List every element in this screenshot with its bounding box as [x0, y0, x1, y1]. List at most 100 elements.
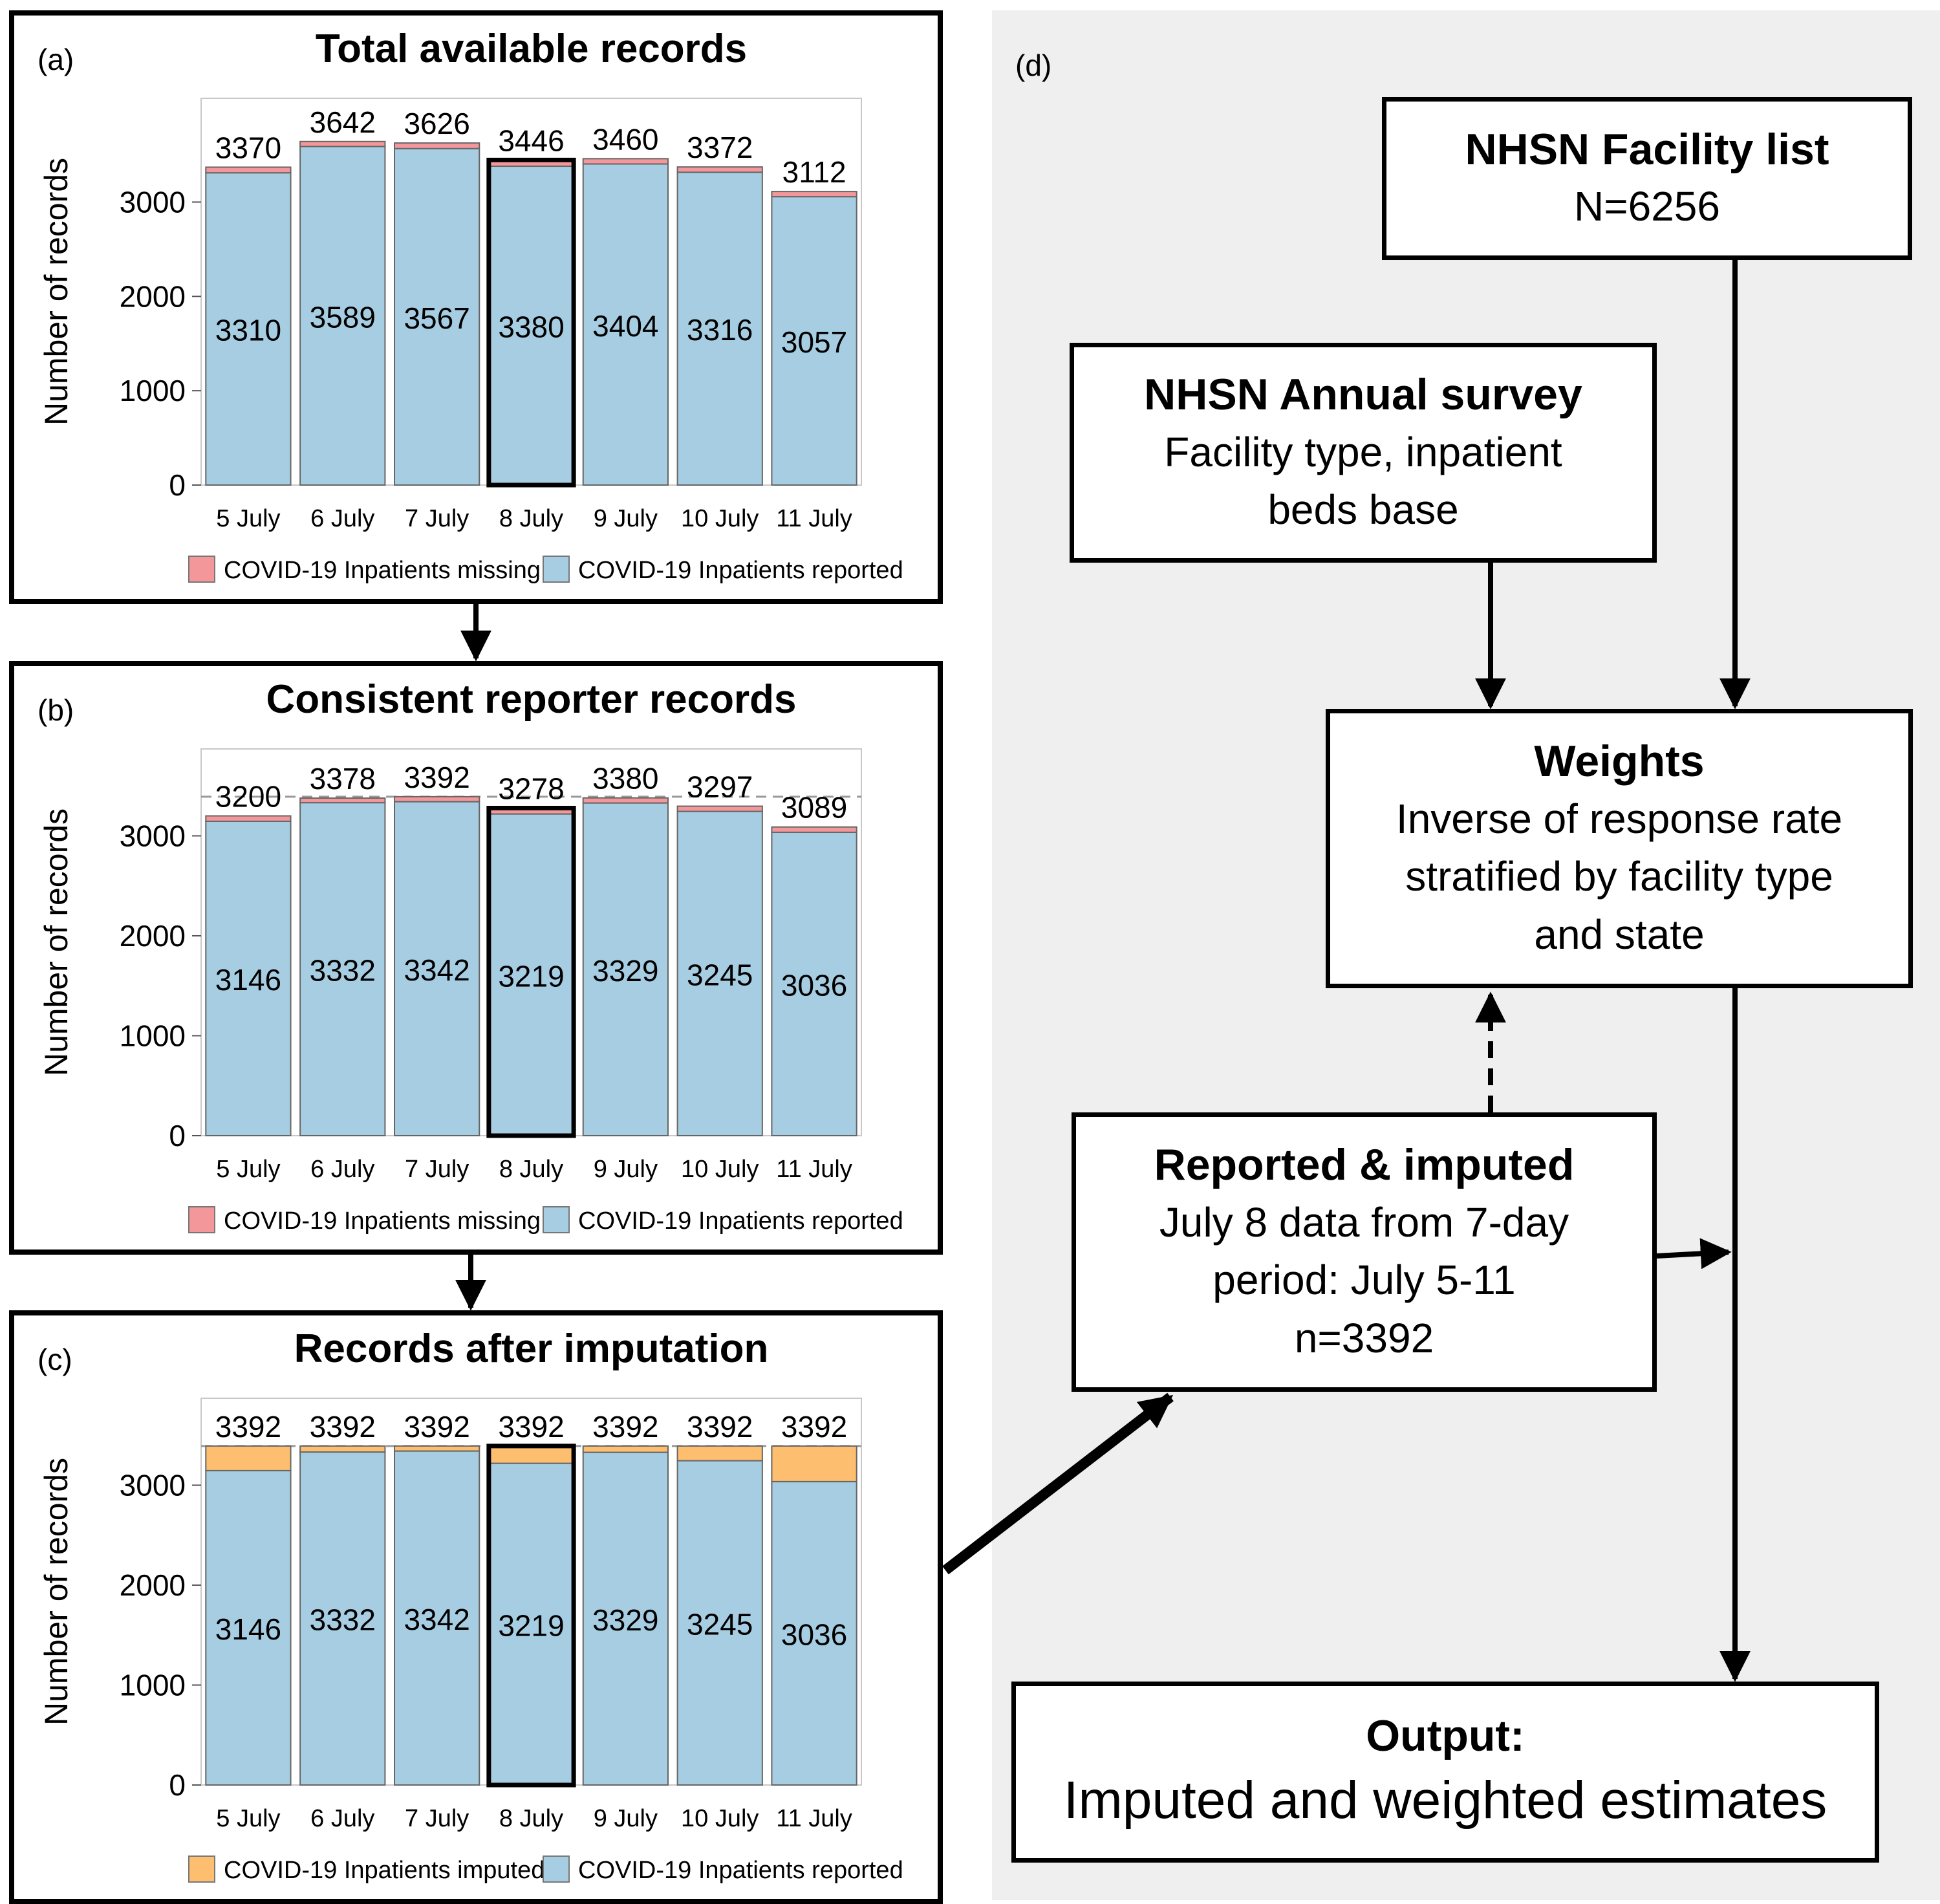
bar-covid-19-inpatients-missing-5-july [205, 815, 292, 822]
bar-covid-19-inpatients-reported-10-july [676, 810, 763, 1136]
annual-survey-title: NHSN Annual survey [1144, 370, 1582, 420]
y-tick-label-1000: 1000 [120, 374, 186, 407]
x-tick-label-7-july: 7 July [405, 505, 469, 532]
panel-label: (a) [38, 43, 74, 76]
bar-covid-19-inpatients-imputed-10-july [676, 1445, 763, 1462]
panel-label-d: (d) [1015, 49, 1052, 82]
legend-label-covid-19-inpatients-reported: COVID-19 Inpatients reported [578, 1207, 903, 1235]
bar-covid-19-inpatients-missing-11-july [771, 826, 857, 833]
weights-line-1: Inverse of response rate [1396, 795, 1843, 842]
legend-label-covid-19-inpatients-reported: COVID-19 Inpatients reported [578, 557, 903, 584]
y-tick-label-3000: 3000 [120, 819, 186, 852]
bar-value-label-7-july: 3342 [404, 1603, 469, 1636]
x-tick-label-8-july: 8 July [499, 1805, 563, 1832]
arrow-c-to-reported [942, 1392, 1174, 1575]
reported-imputed-line-3: n=3392 [1294, 1314, 1434, 1361]
x-tick-label-8-july: 8 July [499, 505, 563, 532]
bar-covid-19-inpatients-reported-11-july [771, 1480, 857, 1786]
panel-label: (c) [38, 1343, 72, 1376]
bar-total-label-11-july: 3089 [781, 791, 847, 825]
bar-covid-19-inpatients-imputed-7-july [394, 1445, 480, 1452]
x-tick-label-8-july: 8 July [499, 1156, 563, 1183]
bar-total-label-9-july: 3392 [592, 1410, 658, 1444]
bar-total-label-8-july: 3446 [498, 124, 564, 157]
bar-covid-19-inpatients-reported-11-july [771, 831, 857, 1136]
bar-covid-19-inpatients-reported-8-july [488, 813, 575, 1136]
weights-title: Weights [1534, 737, 1705, 786]
bar-covid-19-inpatients-missing-10-july [676, 805, 763, 812]
bar-covid-19-inpatients-reported-5-july [205, 1469, 292, 1786]
x-tick-label-11-july: 11 July [776, 505, 852, 532]
reported-imputed-line-2: period: July 5-11 [1212, 1257, 1516, 1304]
bar-value-label-8-july: 3219 [498, 1608, 564, 1642]
x-tick-label-7-july: 7 July [405, 1805, 469, 1832]
annual-survey-line-1: Facility type, inpatient [1164, 428, 1562, 475]
x-tick-label-11-july: 11 July [776, 1156, 852, 1183]
x-tick-label-11-july: 11 July [776, 1805, 852, 1832]
facility-list-title: NHSN Facility list [1465, 125, 1829, 174]
y-tick-label-1000: 1000 [120, 1019, 186, 1052]
bar-total-label-7-july: 3392 [404, 1410, 469, 1444]
bar-value-label-8-july: 3380 [498, 310, 564, 344]
x-tick-label-9-july: 9 July [594, 1156, 658, 1183]
x-tick-label-5-july: 5 July [216, 1805, 280, 1832]
annual-survey-box: NHSN Annual survey Facility type, inpati… [1070, 343, 1657, 563]
output-line: Imputed and weighted estimates [1063, 1770, 1827, 1830]
weights-line-2: stratified by facility type [1405, 853, 1833, 900]
bar-covid-19-inpatients-imputed-11-july [771, 1445, 857, 1482]
legend-label-covid-19-inpatients-imputed: COVID-19 Inpatients imputed [224, 1857, 544, 1884]
legend-swatch-covid-19-inpatients-missing [188, 1206, 215, 1233]
x-tick-label-6-july: 6 July [310, 1805, 374, 1832]
bar-total-label-10-july: 3372 [687, 131, 753, 164]
output-box: Output: Imputed and weighted estimates [1011, 1682, 1879, 1863]
bar-value-label-9-july: 3404 [592, 309, 658, 343]
chart-title: Total available records [316, 27, 747, 71]
bar-covid-19-inpatients-reported-5-july [205, 172, 292, 486]
annual-survey-line-2: beds base [1267, 486, 1459, 534]
bar-value-label-11-july: 3057 [781, 325, 847, 359]
bar-covid-19-inpatients-imputed-6-july [299, 1445, 386, 1453]
x-tick-label-6-july: 6 July [310, 1156, 374, 1183]
chart-title: Consistent reporter records [266, 677, 797, 722]
bar-value-label-9-july: 3329 [592, 954, 658, 988]
y-tick-label-2000: 2000 [120, 279, 186, 313]
bar-value-label-11-july: 3036 [781, 1617, 847, 1651]
x-tick-label-9-july: 9 July [594, 1805, 658, 1832]
bar-covid-19-inpatients-reported-11-july [771, 196, 857, 486]
bar-total-label-5-july: 3392 [215, 1410, 281, 1444]
bar-total-label-7-july: 3392 [404, 761, 469, 794]
y-tick-label-0: 0 [169, 1119, 186, 1152]
legend-swatch-covid-19-inpatients-reported [543, 1206, 570, 1233]
bar-covid-19-inpatients-reported-10-july [676, 171, 763, 486]
bar-value-label-10-july: 3245 [687, 958, 753, 991]
facility-list-box: NHSN Facility list N=6256 [1382, 97, 1912, 260]
arrow-reported-to-output-line [1656, 1238, 1732, 1270]
legend-label-covid-19-inpatients-missing: COVID-19 Inpatients missing [224, 557, 541, 584]
y-axis-label: Number of records [38, 808, 74, 1076]
bar-covid-19-inpatients-reported-6-july [299, 802, 386, 1136]
bar-covid-19-inpatients-reported-9-july [582, 1451, 669, 1786]
x-tick-label-7-july: 7 July [405, 1156, 469, 1183]
bar-total-label-8-july: 3278 [498, 772, 564, 805]
bar-total-label-9-july: 3380 [592, 762, 658, 795]
bar-covid-19-inpatients-missing-11-july [771, 191, 857, 198]
bar-value-label-11-july: 3036 [781, 968, 847, 1002]
x-tick-label-6-july: 6 July [310, 505, 374, 532]
bar-covid-19-inpatients-reported-7-july [394, 147, 480, 486]
weights-line-3: and state [1534, 911, 1705, 958]
bar-total-label-10-july: 3297 [687, 770, 753, 804]
y-tick-label-3000: 3000 [120, 1468, 186, 1502]
legend-label-covid-19-inpatients-reported: COVID-19 Inpatients reported [578, 1857, 903, 1884]
bar-covid-19-inpatients-reported-5-july [205, 820, 292, 1136]
bar-covid-19-inpatients-missing-5-july [205, 166, 292, 174]
bar-covid-19-inpatients-missing-9-july [582, 158, 669, 165]
facility-list-line: N=6256 [1574, 183, 1720, 230]
bar-total-label-7-july: 3626 [404, 107, 469, 140]
weights-box: Weights Inverse of response rate stratif… [1326, 709, 1913, 988]
bar-value-label-10-july: 3245 [687, 1607, 753, 1641]
